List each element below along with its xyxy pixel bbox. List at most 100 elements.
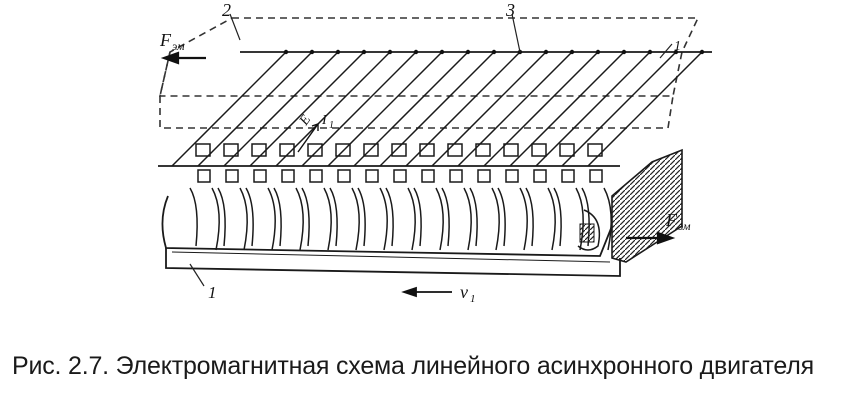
winding-coil xyxy=(385,187,416,251)
slot xyxy=(391,143,407,157)
winding-coil xyxy=(329,187,360,251)
figure-caption: Рис. 2.7. Электромагнитная схема линейно… xyxy=(12,352,814,380)
slot xyxy=(307,143,323,157)
slot-lower xyxy=(533,169,547,183)
busbars xyxy=(158,51,712,167)
conductor-bar xyxy=(561,51,677,167)
slot xyxy=(363,143,379,157)
label-1: 1 xyxy=(208,283,217,302)
f-em-left-subscript: эм xyxy=(172,39,185,53)
slot xyxy=(559,143,575,157)
slot-lower xyxy=(225,169,239,183)
i1-label: I xyxy=(321,113,328,128)
winding-coil xyxy=(189,187,220,251)
slot-lower xyxy=(477,169,491,183)
busbar-node xyxy=(621,49,627,55)
conductor-bar xyxy=(249,51,365,167)
e-label: E xyxy=(296,112,314,129)
slot xyxy=(223,143,239,157)
conductor-bar xyxy=(353,51,469,167)
f-em-right-label: F xyxy=(665,210,678,230)
busbar-node xyxy=(283,49,289,55)
f-em-left-label: F xyxy=(159,30,172,50)
busbar-node xyxy=(699,49,705,55)
busbar-node xyxy=(309,49,315,55)
label-2: 2 xyxy=(222,0,231,20)
conductor-bar xyxy=(483,51,599,167)
conductor-bar xyxy=(405,51,521,167)
stator-windings xyxy=(189,187,612,251)
leader-lines xyxy=(189,13,673,287)
v1-label: v xyxy=(460,282,468,302)
stator-core xyxy=(161,195,621,277)
busbar-node xyxy=(387,49,393,55)
slot xyxy=(447,143,463,157)
busbar-node xyxy=(595,49,601,55)
winding-coil xyxy=(217,187,248,251)
slot xyxy=(503,143,519,157)
label-3: 3 xyxy=(505,0,515,20)
slot xyxy=(279,143,295,157)
slot xyxy=(475,143,491,157)
current-arrow xyxy=(297,123,319,153)
conductor-bar xyxy=(171,51,287,167)
slot xyxy=(531,143,547,157)
slot-lower xyxy=(197,169,211,183)
conductor-bar xyxy=(379,51,495,167)
busbar-node xyxy=(439,49,445,55)
slot-lower xyxy=(393,169,407,183)
winding-coil xyxy=(553,187,584,251)
f-em-right-subscript: эм xyxy=(678,219,691,233)
laminated-core-end xyxy=(577,148,683,263)
winding-coil xyxy=(301,187,332,251)
slot xyxy=(419,143,435,157)
conductor-bars xyxy=(171,51,703,167)
slot-lower xyxy=(505,169,519,183)
busbar-node xyxy=(491,49,497,55)
busbar-node xyxy=(361,49,367,55)
slot xyxy=(195,143,211,157)
conductor-bar xyxy=(197,51,313,167)
slot xyxy=(251,143,267,157)
slot xyxy=(587,143,603,157)
force-arrow-right xyxy=(626,231,676,245)
busbar-node xyxy=(543,49,549,55)
busbar-node xyxy=(673,49,679,55)
stator-slots xyxy=(195,143,603,183)
conductor-bar xyxy=(457,51,573,167)
conductor-bar xyxy=(327,51,443,167)
slot-lower xyxy=(337,169,351,183)
slot-lower xyxy=(365,169,379,183)
slot-lower xyxy=(253,169,267,183)
winding-coil xyxy=(357,187,388,251)
winding-coil xyxy=(245,187,276,251)
slot-lower xyxy=(589,169,603,183)
winding-coil xyxy=(441,187,472,251)
conductor-bar xyxy=(223,51,339,167)
conductor-bar xyxy=(431,51,547,167)
slot-lower xyxy=(281,169,295,183)
velocity-arrow xyxy=(401,286,452,298)
busbar-node xyxy=(335,49,341,55)
secondary-plate-outline xyxy=(158,17,700,129)
conductor-bar xyxy=(587,51,703,167)
slot-lower xyxy=(421,169,435,183)
busbar-node xyxy=(569,49,575,55)
i1-subscript: 1 xyxy=(329,120,334,131)
winding-coil xyxy=(497,187,528,251)
busbar-node xyxy=(413,49,419,55)
busbar-nodes xyxy=(283,49,705,55)
label-corner-1: 1 xyxy=(674,39,681,54)
v1-subscript: 1 xyxy=(470,293,476,305)
winding-coil xyxy=(273,187,304,251)
winding-coil xyxy=(525,187,556,251)
slot-lower xyxy=(309,169,323,183)
slot xyxy=(335,143,351,157)
slot-lower xyxy=(449,169,463,183)
slot-lower xyxy=(561,169,575,183)
busbar-node xyxy=(647,49,653,55)
conductor-bar xyxy=(301,51,417,167)
conductor-bar xyxy=(275,51,391,167)
conductor-bar xyxy=(509,51,625,167)
